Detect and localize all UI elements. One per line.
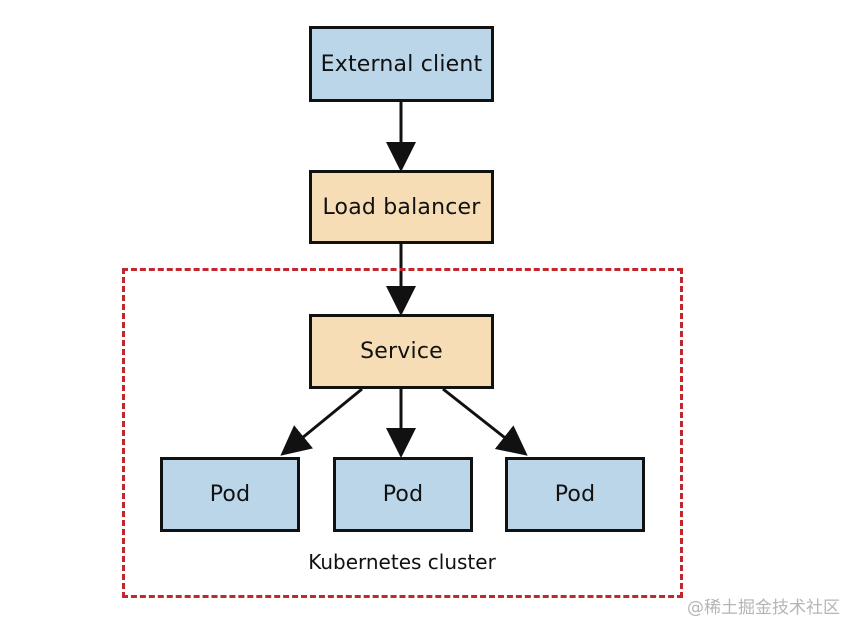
service-label: Service [360,339,443,364]
pod-node-right: Pod [505,457,645,532]
pod-label: Pod [554,482,596,507]
arrow-service-to-pod-right [442,387,528,456]
pod-node-middle: Pod [333,457,473,532]
arrow-service-to-pod-left [280,387,363,456]
cluster-label: Kubernetes cluster [308,550,496,574]
external-client-node: External client [309,26,494,102]
kubernetes-cluster-boundary [122,268,683,598]
watermark: @稀土掘金技术社区 [687,598,840,618]
load-balancer-label: Load balancer [322,194,481,220]
service-node: Service [309,314,494,389]
pod-label: Pod [209,482,251,507]
pod-label: Pod [382,482,424,507]
external-client-label: External client [320,51,483,77]
pod-node-left: Pod [160,457,300,532]
load-balancer-node: Load balancer [309,170,494,244]
